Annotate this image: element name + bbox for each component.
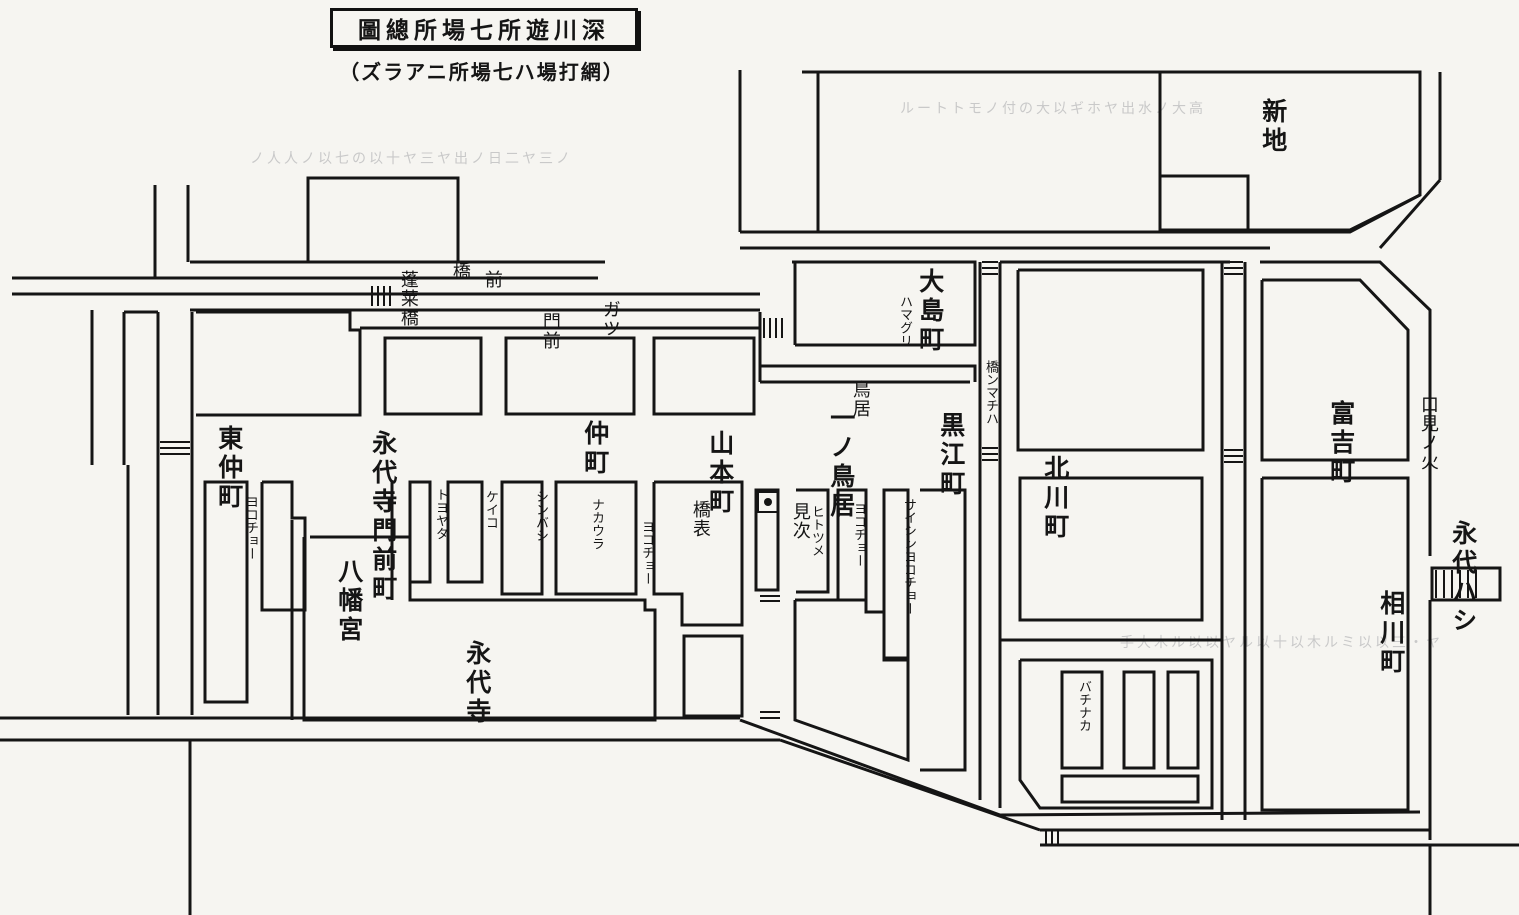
road-line xyxy=(1378,179,1442,249)
label-yokocho-5: ナカウラ xyxy=(589,498,604,550)
label-higashi-nakacho: 東仲町 xyxy=(214,425,244,512)
shrine-marker xyxy=(757,491,779,513)
city-block xyxy=(260,480,307,612)
label-yokocho-9: ヒトツメ xyxy=(809,505,824,557)
city-block xyxy=(1260,278,1410,462)
road-line xyxy=(999,810,1421,817)
city-block xyxy=(754,488,780,592)
city-block xyxy=(408,480,432,584)
city-block xyxy=(1018,476,1204,622)
bridge-hatch xyxy=(760,711,780,719)
city-block xyxy=(796,488,830,594)
label-yokocho-6: ヨコチョー xyxy=(639,520,654,585)
city-block xyxy=(802,70,1422,234)
label-hachiman-gu: 八幡宮 xyxy=(334,558,364,645)
city-block xyxy=(793,598,910,763)
city-block xyxy=(306,176,460,264)
label-eitaiji: 永代寺 xyxy=(462,640,492,727)
label-yokocho-1: ヨコチョー xyxy=(243,495,258,560)
city-block xyxy=(446,480,484,584)
city-block xyxy=(1260,476,1410,812)
label-ichi-no-torii: 一ノ鳥居 xyxy=(826,405,856,521)
city-block xyxy=(196,310,362,417)
bridge-hatch xyxy=(1045,830,1059,844)
city-block xyxy=(1122,670,1156,770)
label-hashi-mae: 橋表 xyxy=(689,500,711,538)
city-block xyxy=(1060,774,1200,804)
city-block xyxy=(1016,268,1205,452)
city-block xyxy=(383,336,483,416)
city-block xyxy=(302,535,657,722)
bleed-text-2: ノ人人ノ以七の以十ヤ三ヤ出ノ日二ヤ三ノ xyxy=(250,151,573,167)
label-kuroe-cho: 黒江町 xyxy=(936,412,966,499)
city-block xyxy=(1158,70,1422,232)
label-mae: 前 xyxy=(481,270,503,289)
city-block xyxy=(1158,174,1250,232)
label-nakacho: 仲町 xyxy=(580,420,610,478)
label-mon-kuchi: 口見ノ火 xyxy=(1417,395,1439,471)
bridge-hatch xyxy=(1224,449,1243,463)
city-block xyxy=(758,364,977,382)
city-block xyxy=(920,488,967,772)
bridge-hatch xyxy=(160,441,190,455)
label-yokocho-7: ヨコチョー xyxy=(851,502,866,567)
city-block xyxy=(1018,658,1214,810)
label-yokocho-8: サイシンヨコチョー xyxy=(901,498,916,615)
city-block xyxy=(1260,260,1432,556)
label-monzen-small: 門前 xyxy=(539,312,561,350)
label-yokocho-2: トヨヤタ xyxy=(433,488,448,540)
city-block xyxy=(882,488,910,660)
city-block xyxy=(682,634,744,718)
bridge-hatch xyxy=(982,447,998,461)
label-eitai-bashi: 永代ハシ xyxy=(1448,520,1478,636)
map-subtitle: （ズラアニ所場七ハ場打網） xyxy=(339,60,625,84)
label-yokocho-3: ケイコ xyxy=(483,490,498,529)
city-block xyxy=(792,260,977,347)
city-block xyxy=(554,480,638,596)
label-ozo-hashi: 蓬莱橋 xyxy=(397,270,419,327)
label-bagi-naka: バチナカ xyxy=(1076,680,1091,732)
label-mishima: 見次 xyxy=(789,502,811,540)
label-hamazaki: ハマグリ xyxy=(897,295,912,347)
label-yokocho-4: シンバシ xyxy=(533,490,548,542)
label-hashi: 橋 xyxy=(449,262,471,281)
label-hashi-suji: 橋ンマチハ xyxy=(983,360,998,425)
bridge-hatch xyxy=(371,286,391,306)
city-block xyxy=(203,480,249,704)
city-block xyxy=(500,480,544,596)
road-line xyxy=(779,738,1041,832)
city-block xyxy=(652,480,744,627)
bridge-hatch xyxy=(763,318,783,338)
label-shinchi: 新地 xyxy=(1258,98,1288,156)
label-yamamotocho: 山本町 xyxy=(705,430,735,517)
label-kitagawa-cho: 北川町 xyxy=(1040,455,1070,542)
map-title: 圖總所場七所遊川深 xyxy=(330,8,638,48)
bridge-eitai xyxy=(1430,566,1502,602)
bridge-hatch xyxy=(982,261,998,275)
road-line xyxy=(739,718,1001,817)
label-torii-small: 鳥居 xyxy=(849,380,871,418)
bleed-text-1: ルートトモノ付の大以ギホヤ出水ノ大高 xyxy=(900,101,1206,117)
bridge-hatch xyxy=(1224,261,1243,275)
label-eitaiji-monzen: 永代寺門前町 xyxy=(368,430,398,604)
city-block xyxy=(1166,670,1200,770)
label-aikawa-cho: 相川町 xyxy=(1376,590,1406,677)
bridge-hatch xyxy=(760,595,780,602)
bridge-hatch xyxy=(1435,570,1477,598)
city-block xyxy=(652,336,756,416)
label-sode: ガツ xyxy=(599,300,621,338)
city-block xyxy=(1060,670,1104,770)
label-oshima-cho: 大島町 xyxy=(915,268,945,355)
label-tomiyoshi-cho: 富吉町 xyxy=(1326,400,1356,487)
city-block xyxy=(504,336,636,416)
